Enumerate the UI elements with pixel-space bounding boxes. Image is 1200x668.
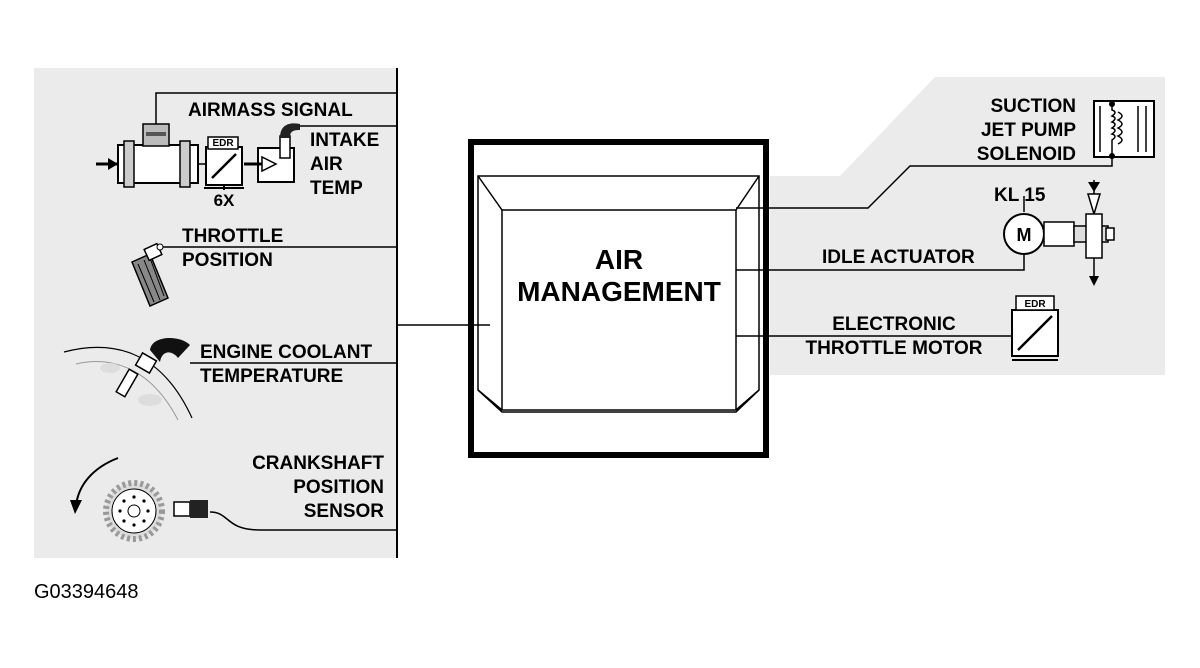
throttle-sensor-icon <box>131 242 169 307</box>
crankshaft-line <box>209 511 397 531</box>
crankshaft-wheel-icon <box>103 480 208 542</box>
center-title: AIR MANAGEMENT <box>517 244 721 307</box>
idle-actuator-line <box>736 255 1025 271</box>
crankshaft-position-sensor-label: CRANKSHAFT POSITION SENSOR <box>252 453 384 522</box>
motor-mark: M <box>1017 225 1032 245</box>
idle-actuator-label: IDLE ACTUATOR <box>822 247 975 268</box>
electronic-throttle-motor-label: ELECTRONIC THROTTLE MOTOR <box>805 314 983 359</box>
engine-coolant-temperature-label: ENGINE COOLANT TEMPERATURE <box>200 342 373 387</box>
edr-airmass-mark: EDR <box>212 138 234 149</box>
throttle-motor-icon <box>1011 295 1059 361</box>
air-mass-meter-icon <box>96 123 300 190</box>
throttle-position-label: THROTTLE POSITION <box>182 226 284 271</box>
outputs-panel <box>770 77 1165 375</box>
coolant-sensor-icon <box>63 338 193 421</box>
airmass-signal-label: AIRMASS SIGNAL <box>188 100 353 121</box>
air-management-box <box>468 139 769 458</box>
figure-id: G03394648 <box>34 581 139 603</box>
solenoid-line <box>736 158 1113 209</box>
intake-air-temp-label: INTAKE AIR TEMP <box>310 130 380 199</box>
solenoid-icon <box>1093 100 1155 159</box>
suction-jet-pump-solenoid-label: SUCTION JET PUMP SOLENOID <box>976 96 1076 165</box>
multiplier-mark: 6X <box>214 191 235 210</box>
edr-throttle-mark: EDR <box>1024 299 1046 310</box>
airmass-signal-line <box>155 92 397 124</box>
kl15-label: KL 15 <box>994 185 1046 206</box>
rotation-arrow-icon <box>70 457 119 514</box>
idle-motor-icon <box>1003 180 1115 286</box>
